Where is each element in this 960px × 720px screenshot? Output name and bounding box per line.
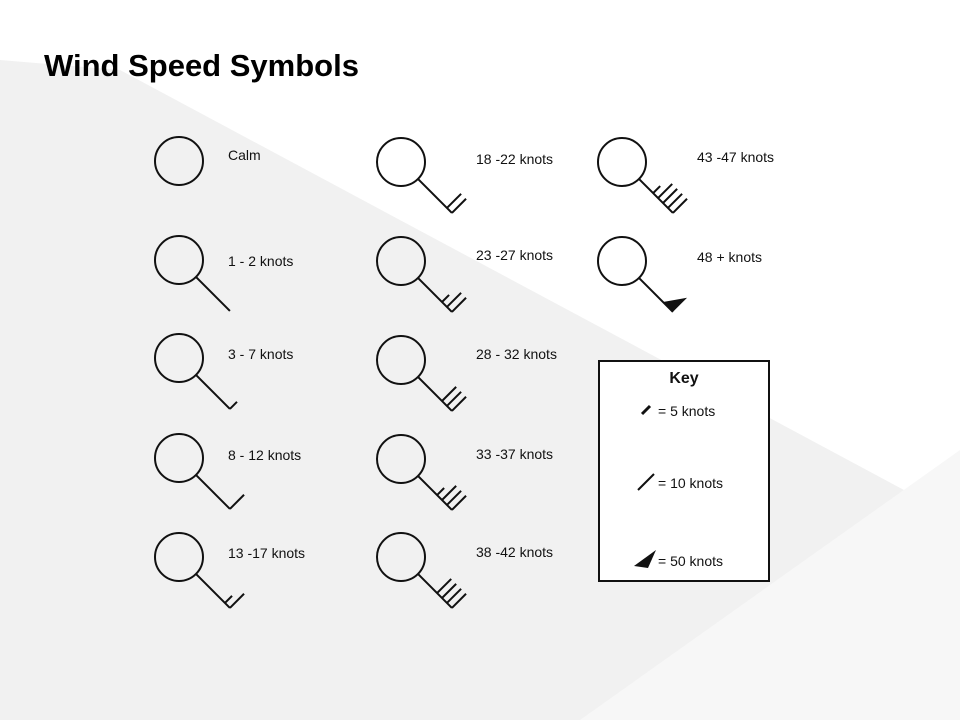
wind-symbol-label: 43 -47 knots	[697, 149, 775, 165]
key-label-full-barb: = 10 knots	[658, 475, 723, 491]
wind-symbol-label: 33 -37 knots	[476, 446, 554, 462]
wind-symbol-label: 23 -27 knots	[476, 247, 554, 263]
full-barb-icon	[637, 473, 655, 491]
key-label-pennant: = 50 knots	[658, 553, 723, 569]
slide-title: Wind Speed Symbols	[44, 48, 359, 83]
wind-symbol-label: 3 - 7 knots	[228, 346, 294, 362]
wind-symbol-label: 13 -17 knots	[228, 545, 306, 561]
wind-symbol-label: Calm	[228, 147, 261, 163]
wind-symbol-label: 1 - 2 knots	[228, 253, 294, 269]
wind-symbol-label: 38 -42 knots	[476, 544, 554, 560]
wind-symbol-label: 8 - 12 knots	[228, 447, 302, 463]
pennant-icon	[634, 550, 656, 568]
half-barb-icon	[640, 404, 652, 416]
wind-symbol-label: 48 + knots	[697, 249, 762, 265]
wind-symbol-label: 18 -22 knots	[476, 151, 554, 167]
wind-symbol-label: 28 - 32 knots	[476, 346, 557, 362]
key-box: Key = 5 knots = 10 knots = 50 knots	[598, 360, 770, 582]
key-label-half-barb: = 5 knots	[658, 403, 716, 419]
key-title: Key	[669, 370, 699, 387]
